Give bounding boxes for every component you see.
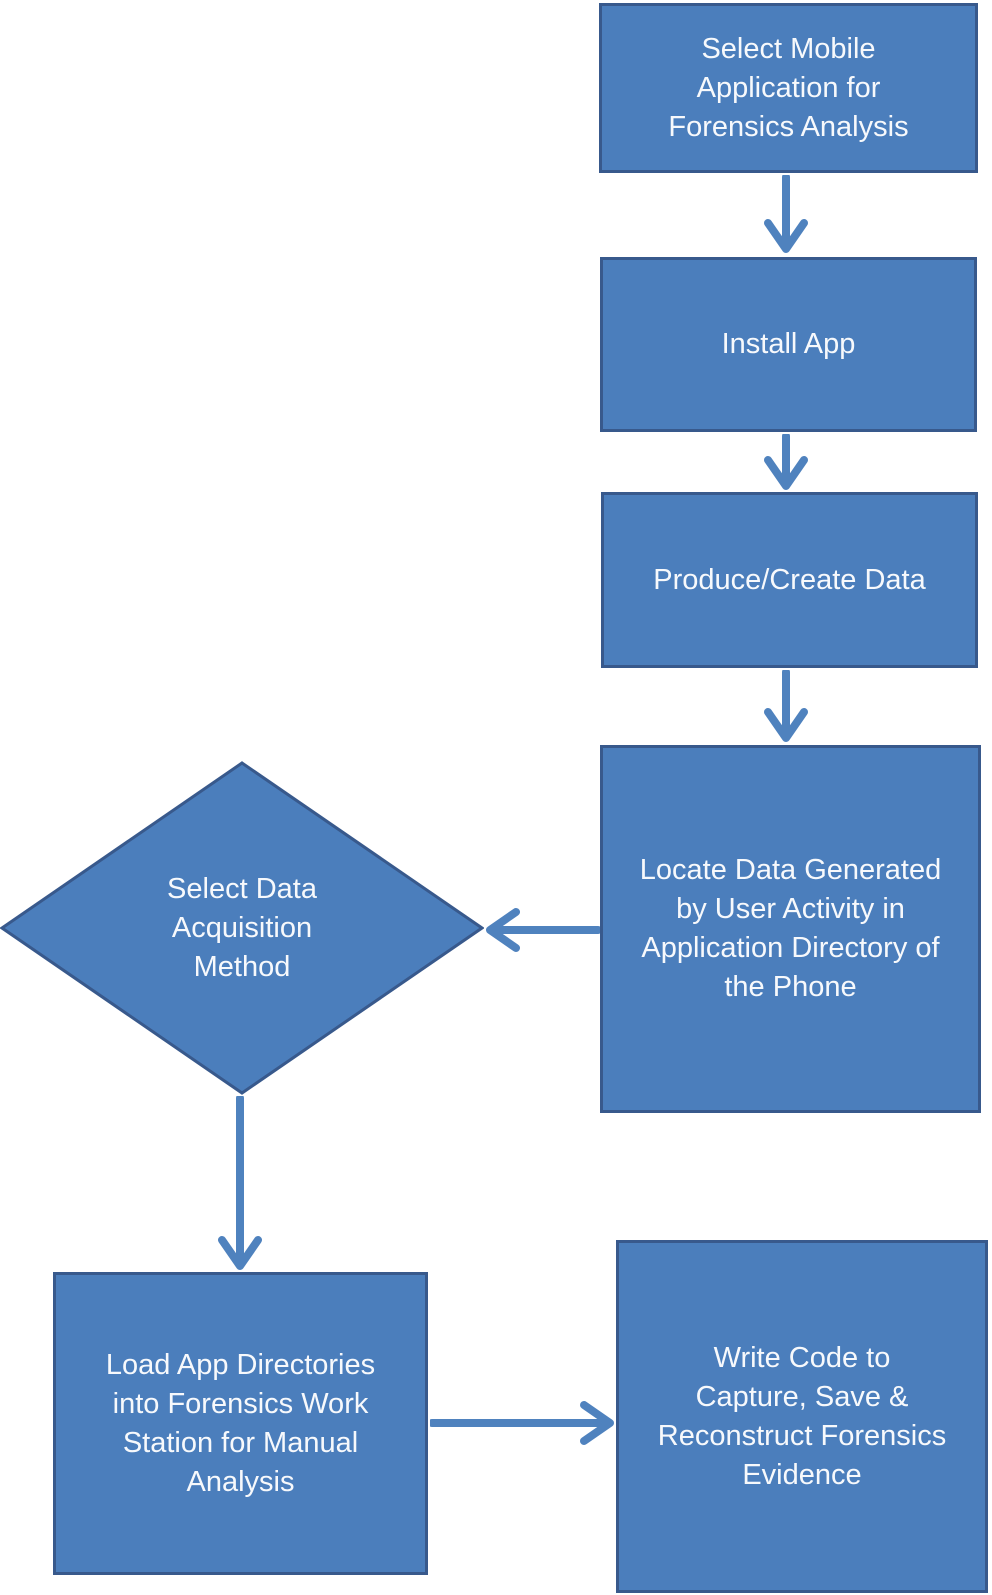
node-select-mobile-app: Select Mobile Application for Forensics … <box>599 3 978 173</box>
node-produce-create-data: Produce/Create Data <box>601 492 978 668</box>
locate-to-method-arrow <box>486 908 600 952</box>
node-install-app: Install App <box>600 257 977 432</box>
node-write-code-label: Write Code to Capture, Save & Reconstruc… <box>657 1341 947 1491</box>
install-to-produce-arrow <box>764 434 808 490</box>
method-to-load-arrow <box>218 1096 262 1270</box>
node-locate-data: Locate Data Generated by User Activity i… <box>600 745 981 1113</box>
diamond-shape <box>0 761 484 1095</box>
node-load-app-directories: Load App Directories into Forensics Work… <box>53 1272 428 1575</box>
node-write-code: Write Code to Capture, Save & Reconstruc… <box>616 1240 988 1593</box>
produce-to-locate-arrow <box>764 670 808 742</box>
node-select-acquisition-method: Select Data Acquisition Method <box>0 758 484 1098</box>
node-locate-data-label: Locate Data Generated by User Activity i… <box>639 854 942 1003</box>
node-select-acquisition-method-label: Select Data Acquisition Method <box>167 872 317 983</box>
load-to-write-arrow <box>430 1401 614 1445</box>
node-install-app-label: Install App <box>721 328 856 360</box>
select-to-install-arrow <box>764 175 808 253</box>
node-select-mobile-app-label: Select Mobile Application for Forensics … <box>668 32 909 143</box>
node-produce-create-data-label: Produce/Create Data <box>653 563 926 596</box>
node-load-app-directories-label: Load App Directories into Forensics Work… <box>105 1348 376 1498</box>
